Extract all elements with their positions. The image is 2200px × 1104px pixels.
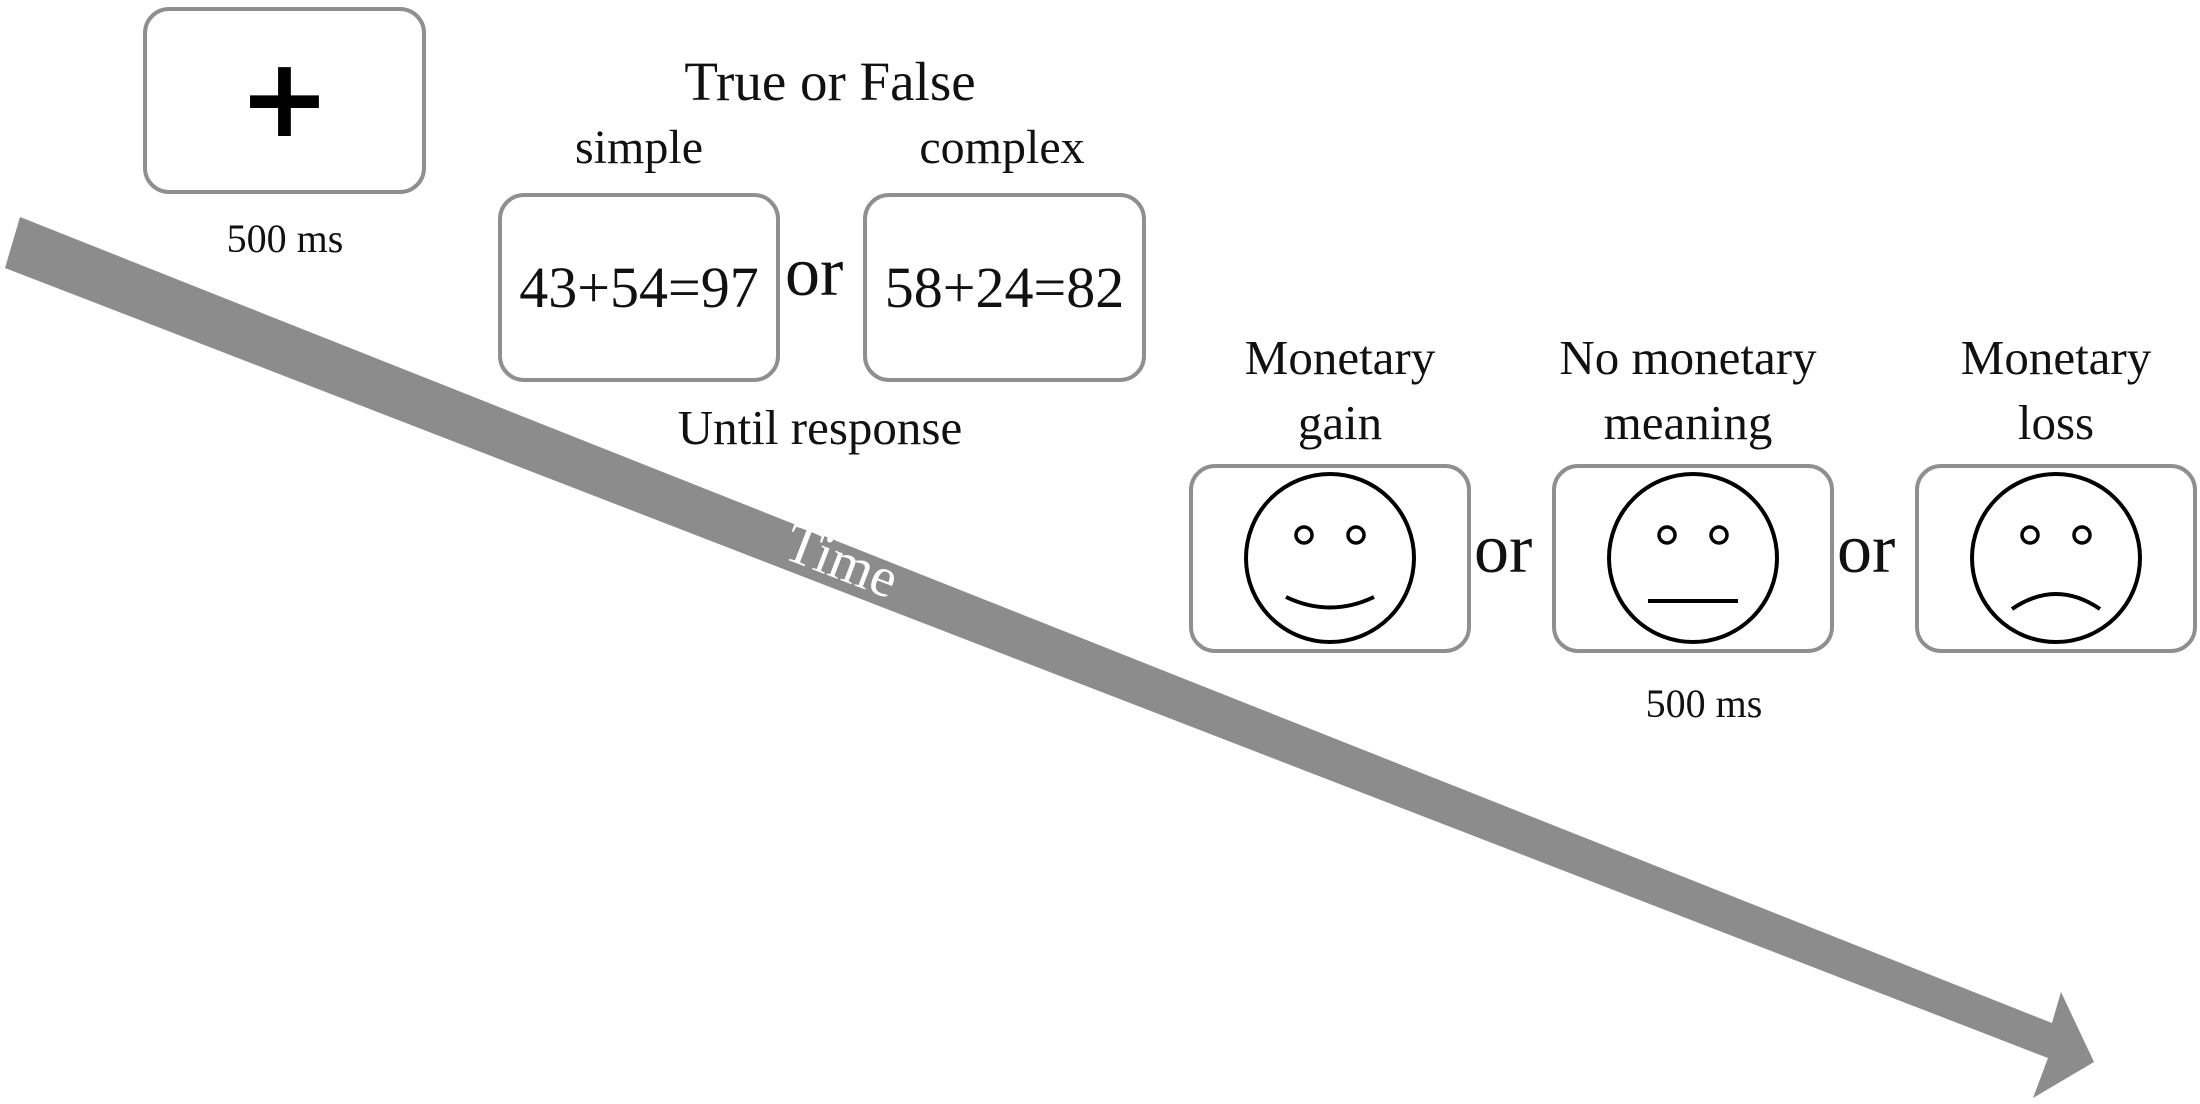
neutral-feedback-screen [1552, 464, 1834, 653]
frowning-face-icon [1970, 472, 2142, 644]
smiling-face-icon [1244, 472, 1416, 644]
gain-label-line1: Monetary [1244, 330, 1436, 385]
feedback-duration: 500 ms [1645, 681, 1763, 726]
gain-feedback-screen [1189, 464, 1471, 653]
fixation-screen: + [143, 7, 426, 194]
loss-label-line1: Monetary [1960, 330, 2152, 385]
feedback-or-label-2: or [1837, 511, 1896, 588]
time-label: Time [776, 511, 907, 611]
time-arrow-shape [5, 217, 2094, 1098]
fixation-cross-icon: + [238, 34, 331, 162]
neutral-label-line2: meaning [1603, 395, 1773, 450]
complex-equation-screen: 58+24=82 [863, 193, 1146, 382]
feedback-or-label-1: or [1474, 511, 1533, 588]
neutral-face-icon [1607, 472, 1779, 644]
simple-label: simple [575, 121, 703, 174]
task-duration: Until response [677, 400, 963, 455]
neutral-label-line1: No monetary [1559, 330, 1817, 385]
complex-equation: 58+24=82 [884, 255, 1125, 320]
task-or-label: or [785, 234, 844, 311]
task-title: True or False [684, 51, 976, 112]
gain-label-line2: gain [1297, 395, 1383, 450]
loss-feedback-screen [1915, 464, 2197, 653]
complex-label: complex [919, 121, 1085, 174]
simple-equation: 43+54=97 [519, 255, 759, 320]
fixation-duration: 500 ms [226, 216, 344, 261]
loss-label-line2: loss [2017, 395, 2095, 450]
simple-equation-screen: 43+54=97 [498, 193, 780, 382]
